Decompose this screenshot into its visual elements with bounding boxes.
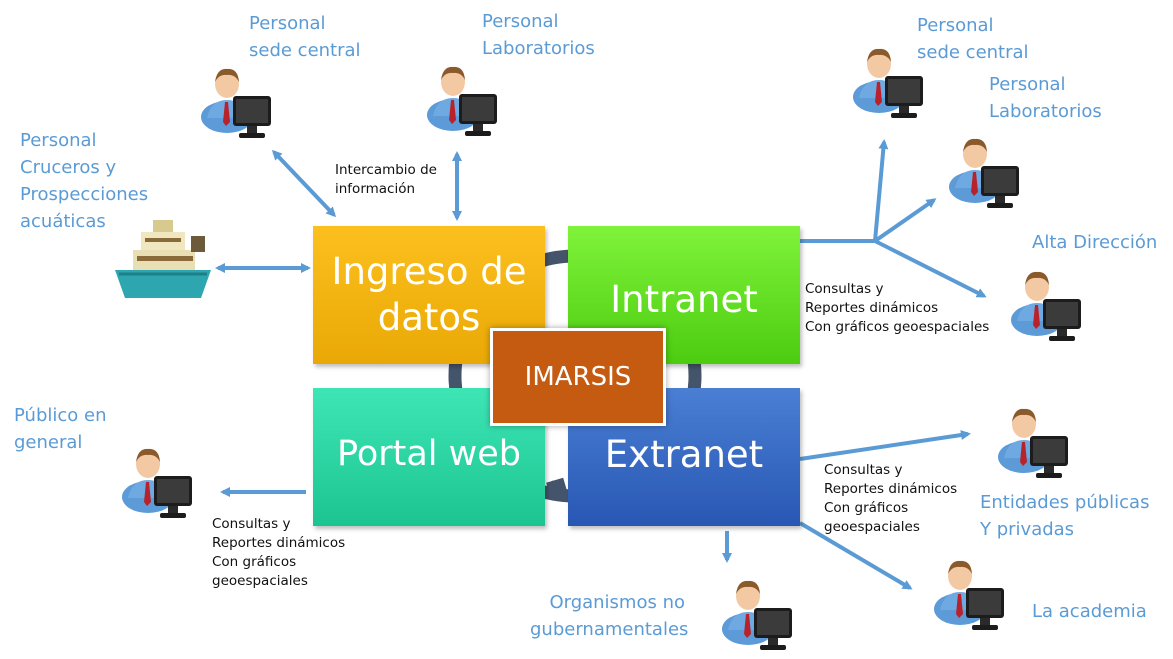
user-at-computer-icon: [853, 48, 923, 118]
actor-label-publico-general: Público en general: [14, 405, 107, 453]
actor-label-academia: La academia: [1032, 601, 1147, 622]
user-at-computer-icon: [427, 66, 497, 136]
actor-label-cruceros: Personal Cruceros y Prospecciones acuáti…: [20, 130, 149, 232]
actor-label-sede-central-right: Personal sede central: [917, 15, 1029, 63]
user-at-computer-icon: [998, 408, 1068, 478]
note-intercambio: Intercambio de información: [335, 162, 437, 197]
note-extranet-consultas: Consultas y Reportes dinámicos Con gráfi…: [824, 462, 958, 535]
user-at-computer-icon: [1011, 271, 1081, 341]
actor-label-alta-direccion: Alta Dirección: [1032, 232, 1158, 253]
actor-label-entidades: Entidades públicas Y privadas: [980, 492, 1150, 540]
center-imarsis-box: IMARSIS: [490, 328, 666, 426]
actor-label-sede-central-left: Personal sede central: [249, 13, 361, 61]
note-intranet-consultas: Consultas y Reportes dinámicos Con gráfi…: [805, 281, 990, 335]
user-at-computer-icon: [122, 448, 192, 518]
actor-label-laboratorios-left: Personal Laboratorios: [482, 11, 595, 59]
user-at-computer-icon: [201, 68, 271, 138]
user-at-computer-icon: [722, 580, 792, 650]
quadrant-extranet: Extranet: [568, 388, 800, 526]
user-at-computer-icon: [934, 560, 1004, 630]
note-portal-consultas: Consultas y Reportes dinámicos Con gráfi…: [212, 516, 346, 589]
actor-label-laboratorios-right: Personal Laboratorios: [989, 74, 1102, 122]
user-at-computer-icon: [949, 138, 1019, 208]
actor-label-organismos: Organismos no gubernamentales: [530, 592, 689, 640]
